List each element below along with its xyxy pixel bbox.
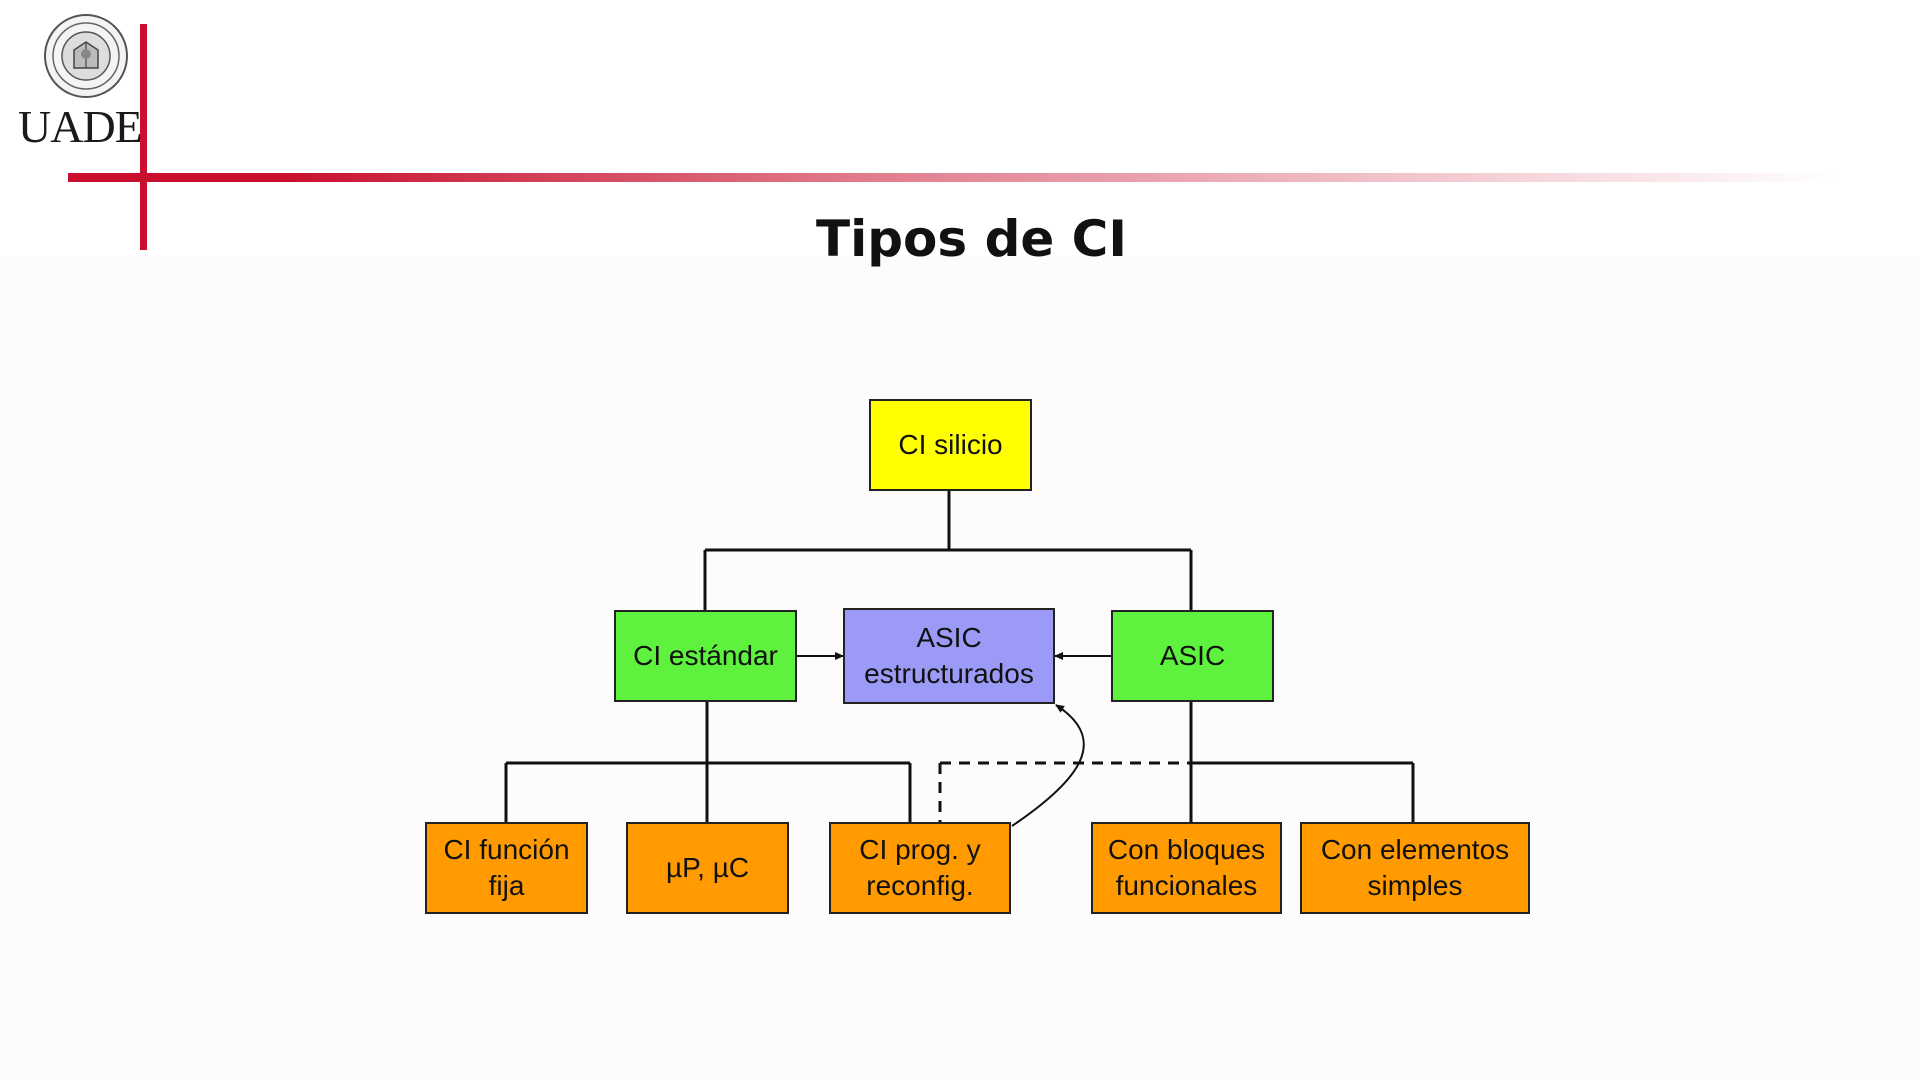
- logo-text: UADE: [18, 101, 143, 152]
- uade-logo: UADE: [14, 8, 144, 150]
- page-title: Tipos de CI: [816, 210, 1127, 268]
- node-con-bloques-funcionales: Con bloques funcionales: [1091, 822, 1282, 914]
- accent-vertical-line: [140, 24, 147, 250]
- node-ci-estandar: CI estándar: [614, 610, 797, 702]
- node-ci-silicio: CI silicio: [869, 399, 1032, 491]
- node-asic: ASIC: [1111, 610, 1274, 702]
- accent-horizontal-line: [68, 173, 1838, 182]
- university-seal-icon: [44, 14, 128, 98]
- node-con-elementos-simples: Con elementos simples: [1300, 822, 1530, 914]
- node-asic-estructurados: ASIC estructurados: [843, 608, 1055, 704]
- node-ci-prog-reconfig: CI prog. y reconfig.: [829, 822, 1011, 914]
- node-microprocessor: µP, µC: [626, 822, 789, 914]
- node-ci-funcion-fija: CI función fija: [425, 822, 588, 914]
